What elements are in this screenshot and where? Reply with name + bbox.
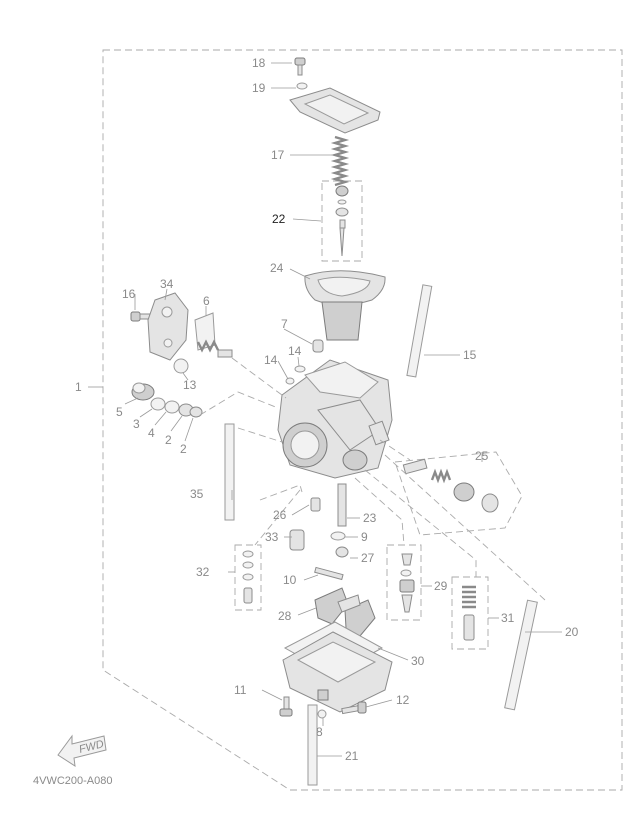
washer-4 (164, 400, 180, 414)
fwd-label: FWD (78, 738, 105, 756)
callout-32: 32 (196, 565, 210, 579)
callout-28: 28 (278, 609, 292, 623)
callout-14b: 14 (264, 353, 278, 367)
callout-14a: 14 (288, 344, 302, 358)
float-28 (314, 587, 376, 637)
screw-16 (130, 311, 151, 322)
o-ring-14 (294, 365, 306, 373)
jet-26 (310, 497, 321, 512)
callout-21: 21 (345, 749, 359, 763)
main-jet-27 (335, 546, 349, 558)
tube-20 (504, 599, 538, 711)
fwd-arrow-icon: FWD (57, 734, 107, 768)
needle-kit-outline (321, 180, 363, 262)
vent-tube-15 (406, 284, 433, 378)
jet-kit-31-outline (451, 576, 489, 650)
callout-labels: 18 19 17 22 24 34 16 6 7 14 14 15 13 1 5… (75, 56, 579, 763)
leader-lines (88, 62, 562, 757)
callout-1: 1 (75, 380, 82, 394)
float-pin-10 (314, 566, 344, 581)
callout-31: 31 (501, 611, 515, 625)
callout-8: 8 (316, 725, 323, 739)
screw-11 (279, 696, 293, 717)
callout-22: 22 (272, 212, 286, 226)
callout-19: 19 (252, 81, 266, 95)
callout-9: 9 (361, 530, 368, 544)
callout-27: 27 (361, 551, 375, 565)
pilot-screw-kit-outline (394, 451, 523, 536)
washer-9 (330, 531, 346, 541)
o-ring-8 (317, 709, 327, 719)
jet-kit-32-outline (234, 544, 262, 611)
starter-plunger-6 (194, 312, 233, 358)
washer-2b (189, 406, 203, 418)
screw-18 (294, 57, 306, 76)
o-ring-13 (173, 358, 189, 374)
jet-set-31 (462, 585, 476, 641)
callout-6: 6 (203, 294, 210, 308)
callout-7: 7 (281, 317, 288, 331)
carburetor-body (277, 359, 393, 479)
screw-12 (341, 701, 367, 715)
callout-23: 23 (363, 511, 377, 525)
callout-12: 12 (396, 693, 410, 707)
pilot-screw-25 (402, 458, 499, 513)
callout-25: 25 (475, 449, 489, 463)
connection-lines (199, 357, 546, 601)
callout-2a: 2 (165, 433, 172, 447)
callout-4: 4 (148, 426, 155, 440)
diaphragm-24 (304, 270, 386, 341)
callout-10: 10 (283, 573, 297, 587)
jet-set-32 (242, 550, 254, 604)
callout-17: 17 (271, 148, 285, 162)
callout-30: 30 (411, 654, 425, 668)
jet-needle-22 (335, 185, 349, 257)
assembly-outline (102, 49, 623, 791)
needle-jet-23 (337, 483, 347, 527)
o-ring-14b (285, 377, 295, 385)
callout-16: 16 (122, 287, 136, 301)
plug-7 (312, 339, 324, 353)
callout-26: 26 (273, 508, 287, 522)
callout-11: 11 (234, 683, 247, 697)
callout-29: 29 (434, 579, 448, 593)
diagram-code: 4VWC200-A080 (33, 775, 113, 787)
top-cover (289, 87, 381, 134)
callout-34: 34 (160, 277, 174, 291)
callout-18: 18 (252, 56, 266, 70)
float-bowl (282, 631, 393, 713)
washer-19 (296, 82, 308, 90)
callout-2b: 2 (180, 442, 187, 456)
spring-17 (330, 135, 350, 187)
collar-5 (131, 382, 155, 401)
callout-35: 35 (190, 487, 204, 501)
plug-33 (289, 529, 305, 551)
tube-35 (224, 423, 235, 521)
callout-20: 20 (565, 625, 579, 639)
callout-15: 15 (463, 348, 477, 362)
needle-valve-29 (399, 553, 415, 613)
callout-24: 24 (270, 261, 284, 275)
cover-34 (147, 292, 189, 361)
callout-33: 33 (265, 530, 279, 544)
callout-3: 3 (133, 417, 140, 431)
tube-21 (307, 704, 318, 786)
washer-3 (150, 397, 166, 411)
callout-13: 13 (183, 378, 197, 392)
callout-5: 5 (116, 405, 123, 419)
